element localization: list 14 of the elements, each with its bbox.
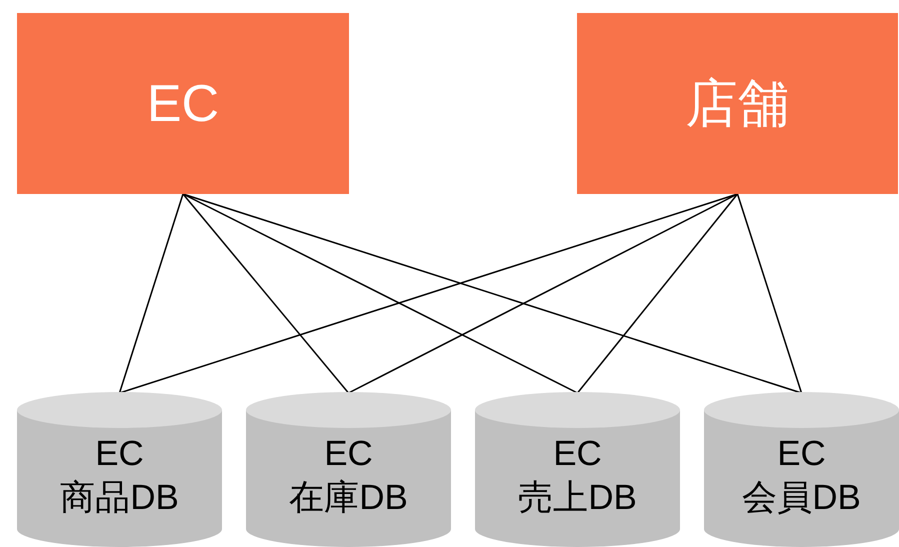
- connector-line: [118, 194, 184, 394]
- database-label: EC 会員DB: [741, 433, 862, 519]
- connector-line: [119, 193, 738, 394]
- system-box: 店舗: [577, 13, 898, 194]
- connector-line: [182, 193, 578, 394]
- connector-line: [182, 193, 802, 394]
- connector-line: [576, 194, 738, 394]
- database-label: EC 売上DB: [517, 433, 638, 519]
- connector-line: [348, 193, 738, 394]
- connector-line: [736, 194, 802, 394]
- database-label: EC 商品DB: [59, 433, 180, 519]
- connector-line: [182, 194, 350, 394]
- system-box: EC: [17, 13, 349, 194]
- database-label: EC 在庫DB: [288, 433, 409, 519]
